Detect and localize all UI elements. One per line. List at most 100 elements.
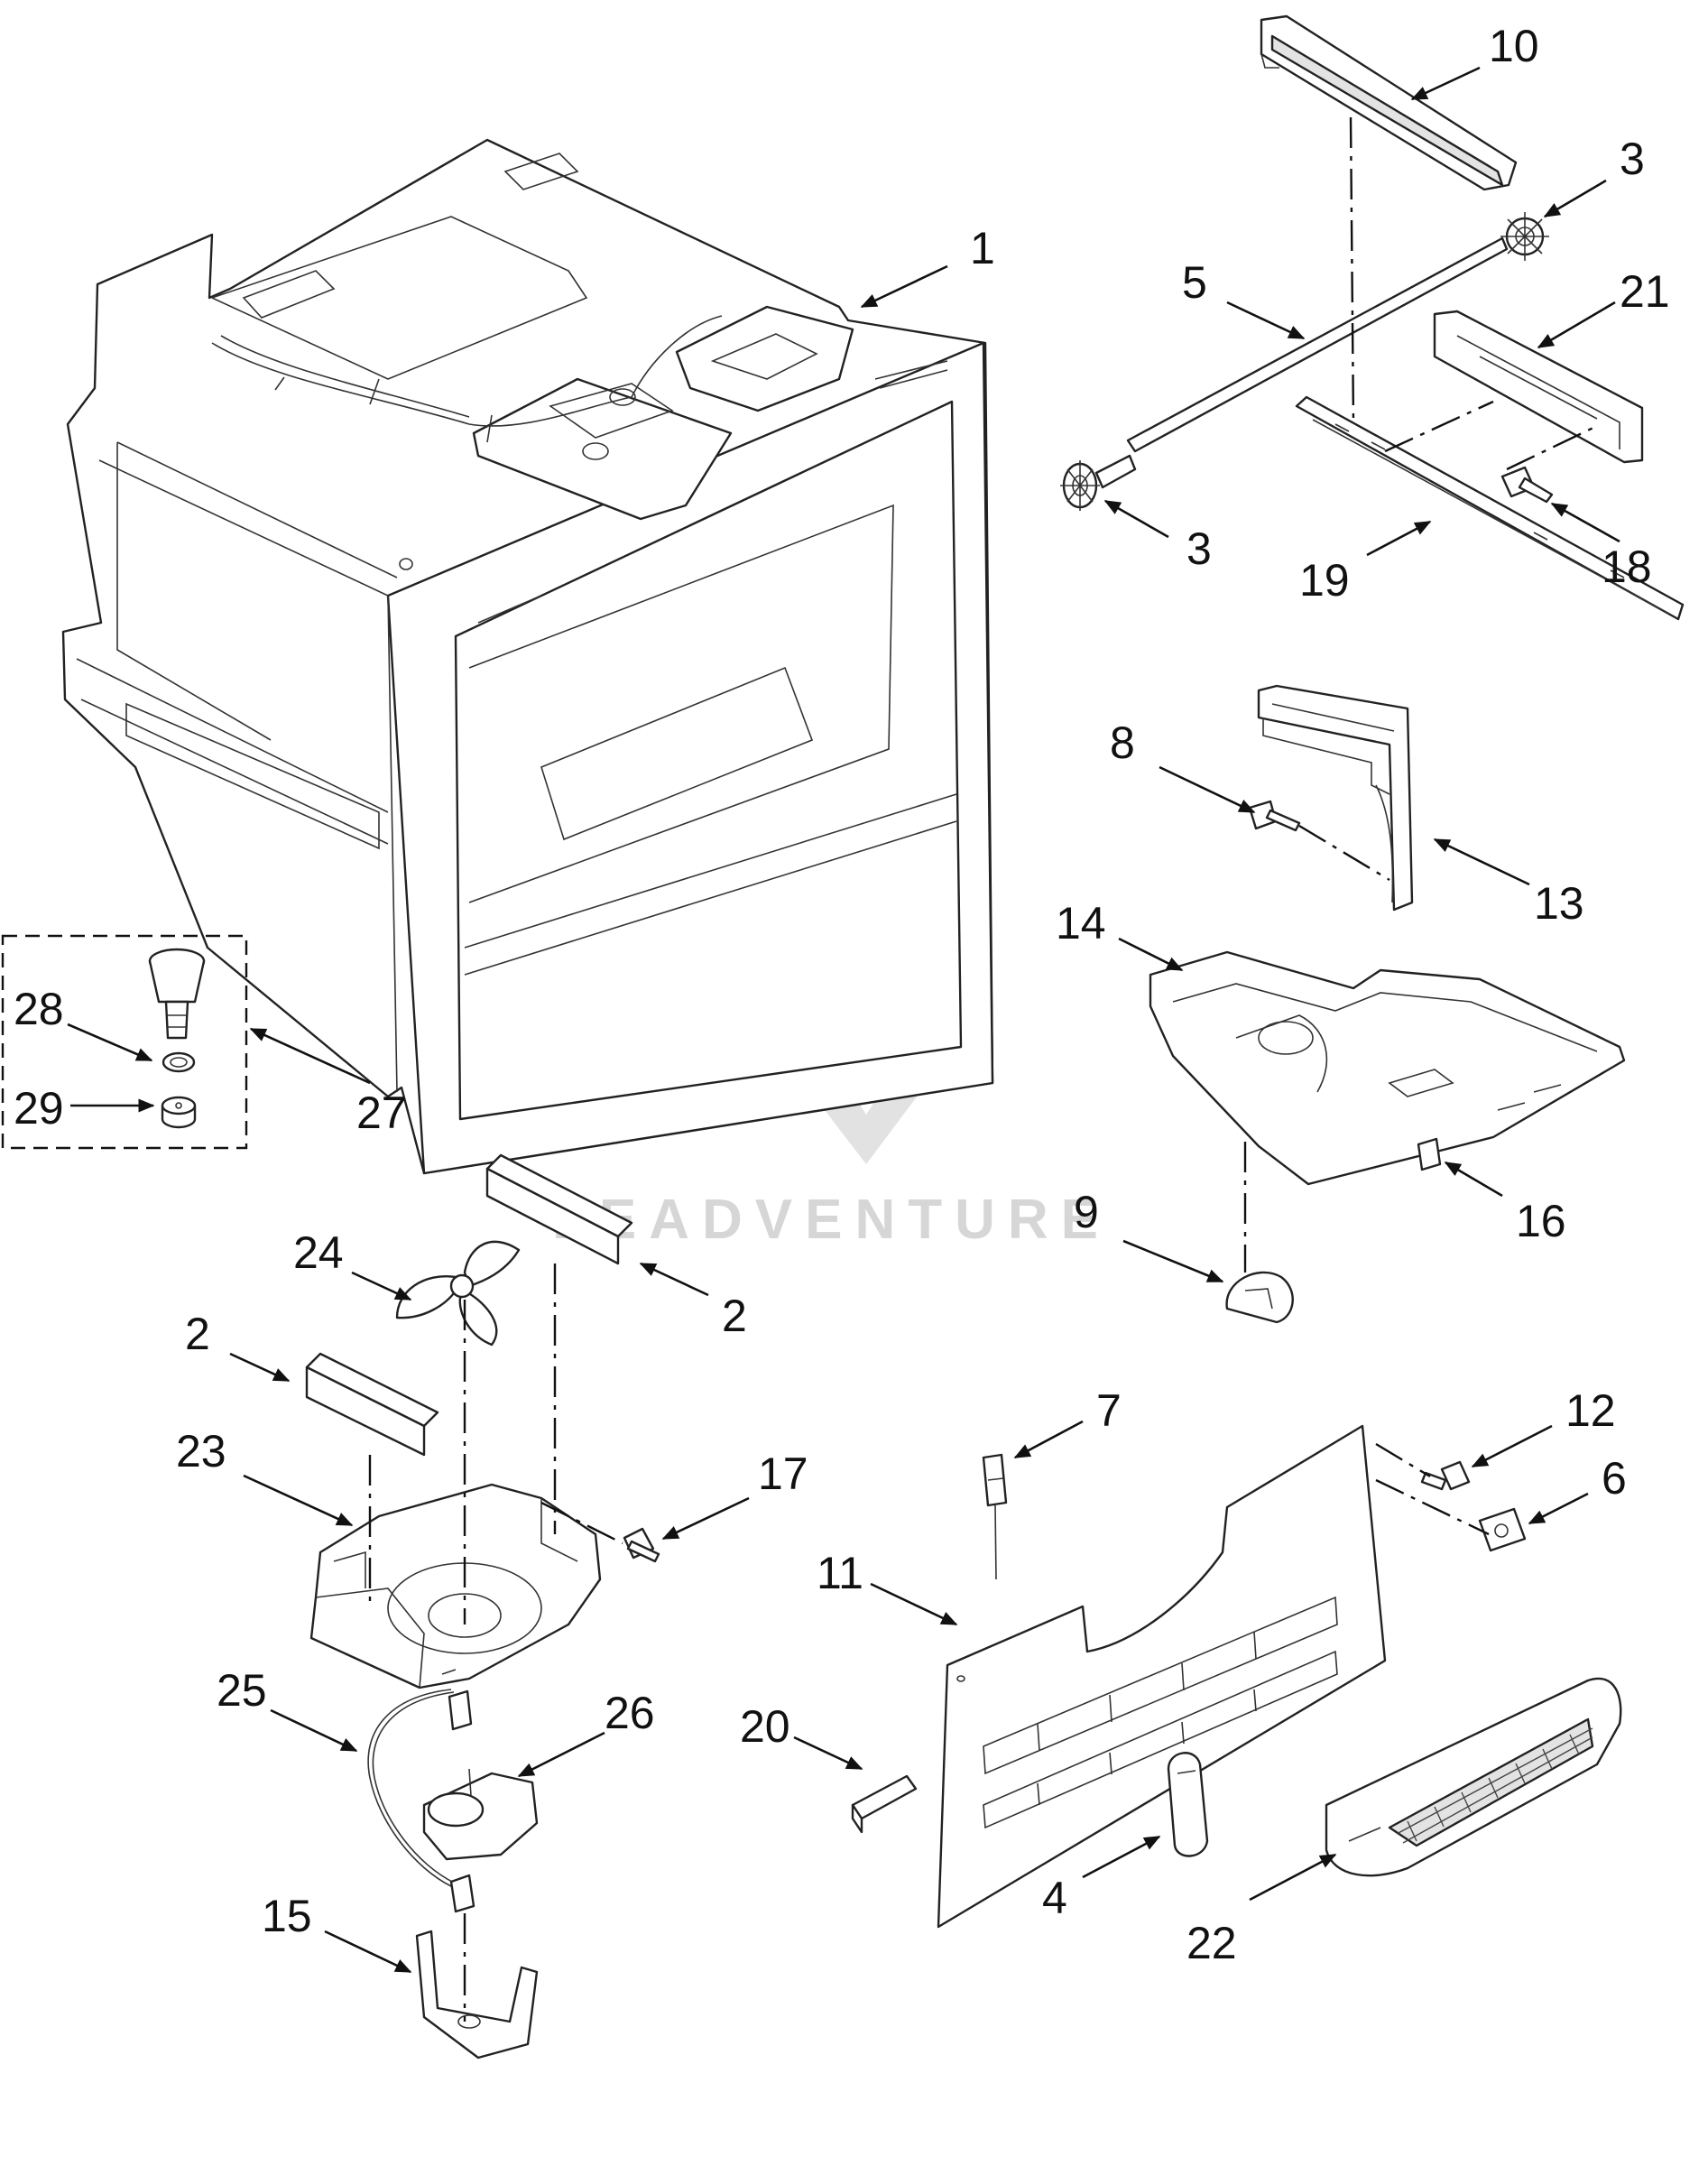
- callout-4: 4: [1042, 1873, 1067, 1923]
- part-12-screw: [1420, 1460, 1471, 1491]
- leader-19: [1366, 520, 1432, 557]
- leader-9: [1122, 1239, 1224, 1283]
- part-27-kit-box: [1, 934, 248, 1150]
- callout-29: 29: [14, 1083, 64, 1134]
- callout-21: 21: [1620, 266, 1670, 317]
- leader-11: [870, 1582, 958, 1626]
- part-7-probe: [982, 1453, 1008, 1580]
- callout-18: 18: [1602, 542, 1652, 592]
- part-28-o-ring: [162, 1051, 196, 1073]
- leader-17: [661, 1496, 750, 1541]
- callout-19: 19: [1299, 555, 1350, 606]
- part-5-shaft: [1126, 236, 1509, 453]
- leader-7: [1013, 1420, 1084, 1459]
- callout-22: 22: [1186, 1918, 1237, 1968]
- alignment-line-6: [1375, 1478, 1490, 1536]
- callout-16: 16: [1516, 1196, 1566, 1246]
- callout-12: 12: [1565, 1385, 1616, 1436]
- leader-16: [1444, 1161, 1503, 1198]
- part-3-gear-left: [1060, 454, 1137, 511]
- callout-1: 1: [970, 223, 995, 273]
- leader-23: [243, 1474, 354, 1527]
- part-14-drain-trough: [1149, 950, 1626, 1186]
- callout-14: 14: [1056, 898, 1106, 949]
- part-22-vent-grille: [1325, 1677, 1622, 1877]
- leader-8: [1159, 765, 1256, 814]
- part-26-fan-motor: [422, 1689, 539, 1913]
- callout-3-right: 3: [1620, 134, 1645, 184]
- alignment-line-12: [1375, 1442, 1431, 1478]
- alignment-line-17: [540, 1501, 623, 1545]
- part-13-bracket: [1257, 684, 1414, 912]
- part-2-insulation-lower: [305, 1352, 439, 1457]
- leader-6: [1528, 1492, 1589, 1525]
- callout-11: 11: [817, 1548, 863, 1598]
- callout-28: 28: [14, 984, 64, 1034]
- part-17-screw: [623, 1527, 660, 1563]
- part-1-liner-assembly: [61, 138, 994, 1175]
- part-2-insulation-upper: [485, 1153, 633, 1265]
- part-3-gear-right: [1500, 212, 1549, 261]
- leader-2-left: [229, 1352, 291, 1383]
- part-16-clip: [1417, 1137, 1442, 1171]
- leader-26: [517, 1731, 605, 1778]
- callout-24: 24: [293, 1227, 344, 1278]
- part-8-screw: [1248, 800, 1301, 832]
- part-18-screw: [1500, 466, 1554, 504]
- callout-7: 7: [1096, 1385, 1122, 1436]
- watermark-text: LEADVENTURE: [552, 1189, 1111, 1251]
- callout-17: 17: [758, 1449, 808, 1499]
- leader-24: [351, 1271, 412, 1301]
- leader-1: [860, 264, 948, 309]
- alignment-lines: [368, 116, 1598, 2022]
- callout-2-upper: 2: [722, 1291, 747, 1341]
- leader-5: [1226, 301, 1306, 340]
- alignment-line-10: [1349, 116, 1355, 425]
- leader-18: [1550, 502, 1620, 543]
- leader-28: [67, 1023, 153, 1062]
- part-24-fan-blade: [395, 1240, 521, 1347]
- callout-9: 9: [1074, 1187, 1099, 1237]
- part-20-foam-strip: [851, 1774, 918, 1834]
- part-21-bracket: [1433, 310, 1644, 464]
- callout-8: 8: [1110, 717, 1135, 768]
- leader-20: [793, 1736, 863, 1771]
- callout-10: 10: [1489, 21, 1539, 71]
- callout-20: 20: [740, 1701, 790, 1752]
- callout-5: 5: [1182, 257, 1207, 308]
- callout-27: 27: [356, 1088, 407, 1138]
- leader-3-left: [1103, 499, 1169, 539]
- leader-10: [1410, 66, 1481, 101]
- callout-6: 6: [1602, 1453, 1627, 1504]
- part-4-cover: [1167, 1752, 1209, 1857]
- callout-25: 25: [217, 1665, 267, 1716]
- alignment-line-8: [1298, 824, 1390, 882]
- leader-25: [270, 1708, 358, 1753]
- leader-3-right: [1543, 179, 1607, 218]
- part-29-washer: [161, 1096, 197, 1129]
- callout-23: 23: [176, 1426, 226, 1476]
- part-25-wire-harness: [367, 1689, 455, 1887]
- callout-13: 13: [1534, 878, 1584, 929]
- leader-arrows: [67, 66, 1620, 1974]
- callout-2-lower: 2: [185, 1309, 210, 1359]
- leader-21: [1537, 301, 1616, 349]
- callout-15: 15: [262, 1891, 312, 1941]
- leader-4: [1082, 1835, 1161, 1879]
- leader-2-right: [639, 1262, 709, 1297]
- leader-22: [1249, 1853, 1337, 1902]
- part-19-slide-rail: [1295, 395, 1685, 621]
- leader-15: [324, 1930, 412, 1974]
- callout-26: 26: [605, 1688, 655, 1738]
- callout-labels: 1 2 2 3 3 4 5 6 7 8 9 10 11 12 13 14 15 …: [14, 21, 1670, 1968]
- part-6-switch: [1478, 1507, 1527, 1552]
- leader-13: [1433, 838, 1530, 886]
- leader-27: [249, 1027, 371, 1085]
- part-27-drain-fitting: [148, 948, 206, 1040]
- part-23-fan-housing: [309, 1483, 602, 1689]
- leader-12: [1471, 1424, 1553, 1468]
- callout-3-left: 3: [1186, 523, 1212, 574]
- part-11-back-panel: [937, 1424, 1387, 1929]
- leader-14: [1118, 937, 1184, 972]
